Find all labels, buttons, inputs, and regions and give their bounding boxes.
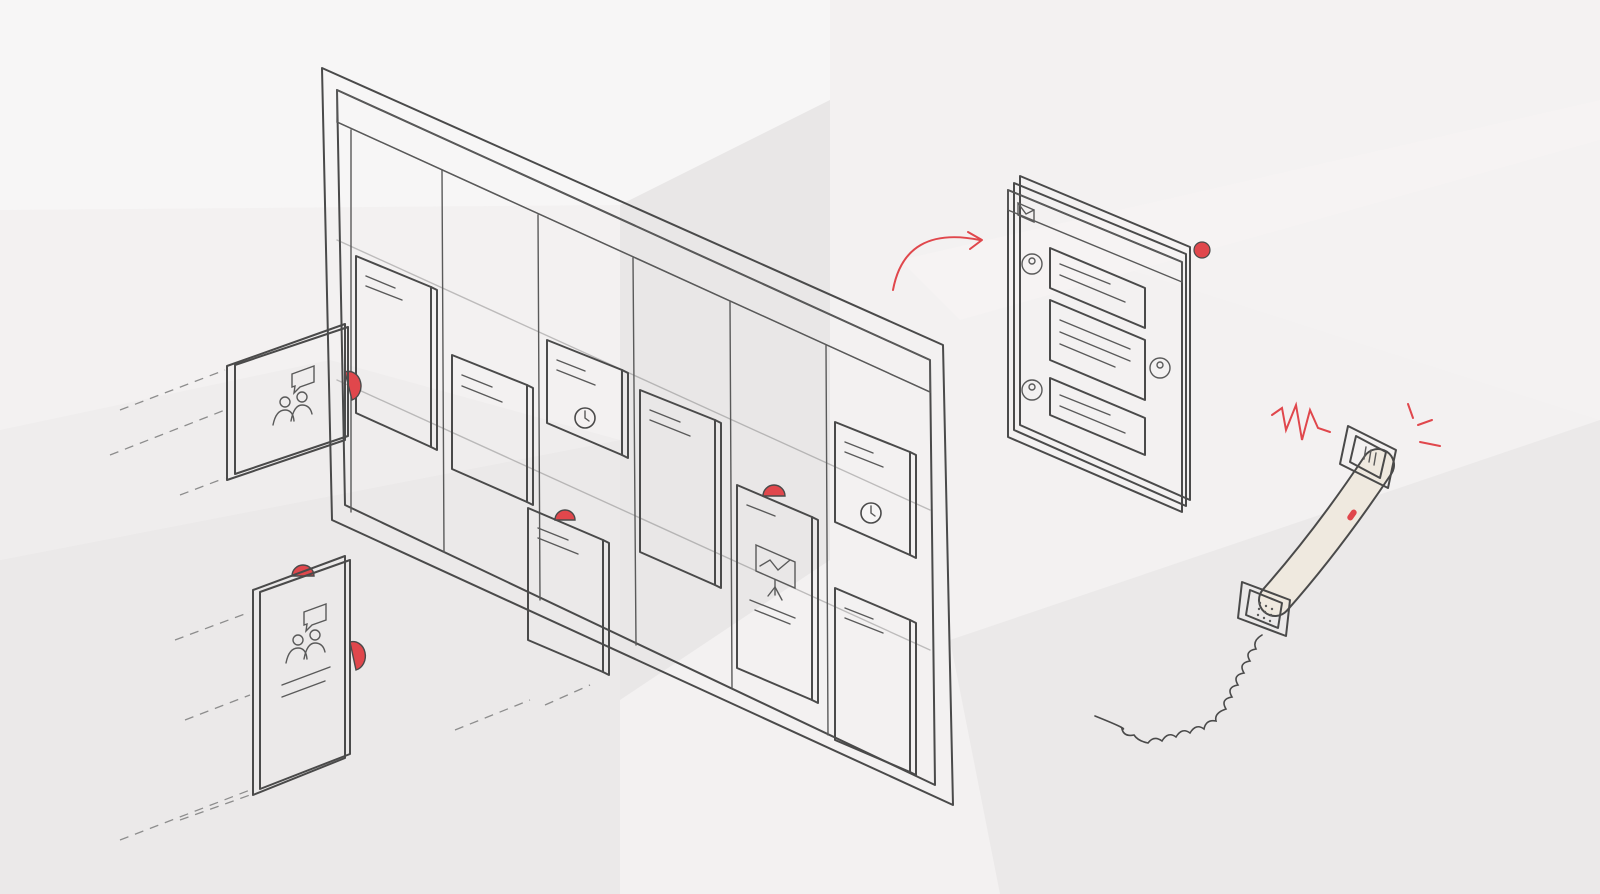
phone-indicator-light [1347, 509, 1357, 521]
team-chat-icon [285, 603, 327, 664]
board-column-dividers [350, 129, 829, 736]
board-card[interactable] [451, 354, 534, 506]
user-avatar-icon [1021, 379, 1043, 401]
board-card[interactable] [834, 421, 917, 559]
motion-lines [109, 369, 591, 841]
red-pin-marker [762, 484, 786, 497]
user-avatar-icon [1149, 357, 1171, 379]
mail-icon [1017, 201, 1035, 224]
floating-team-card[interactable] [226, 323, 362, 481]
notification-dot [1193, 241, 1211, 259]
kanban-board [321, 67, 954, 806]
chat-window[interactable] [1007, 175, 1211, 513]
red-pin-marker [349, 640, 367, 671]
board-card[interactable] [355, 255, 438, 451]
red-pin-marker [554, 509, 576, 521]
floating-team-card[interactable] [252, 555, 367, 796]
board-card[interactable] [736, 484, 819, 704]
team-chat-icon [272, 365, 315, 426]
phone-cord [1094, 634, 1263, 744]
board-row-guides [336, 239, 931, 651]
phone-earpiece [1339, 425, 1397, 489]
board-frame [321, 67, 954, 806]
presentation-chart-icon [755, 543, 796, 601]
phone-handset-icon[interactable] [1094, 425, 1397, 744]
curved-arrow-icon [892, 231, 983, 291]
chat-message [1021, 247, 1146, 329]
board-card[interactable] [546, 339, 629, 459]
board-card[interactable] [834, 587, 917, 776]
phone-mouthpiece [1237, 581, 1291, 637]
board-card[interactable] [527, 507, 610, 676]
chat-message [1021, 377, 1146, 456]
user-avatar-icon [1021, 253, 1043, 275]
ringing-signal-icon [1271, 401, 1441, 447]
chat-message [1049, 299, 1171, 401]
board-card[interactable] [639, 389, 722, 589]
